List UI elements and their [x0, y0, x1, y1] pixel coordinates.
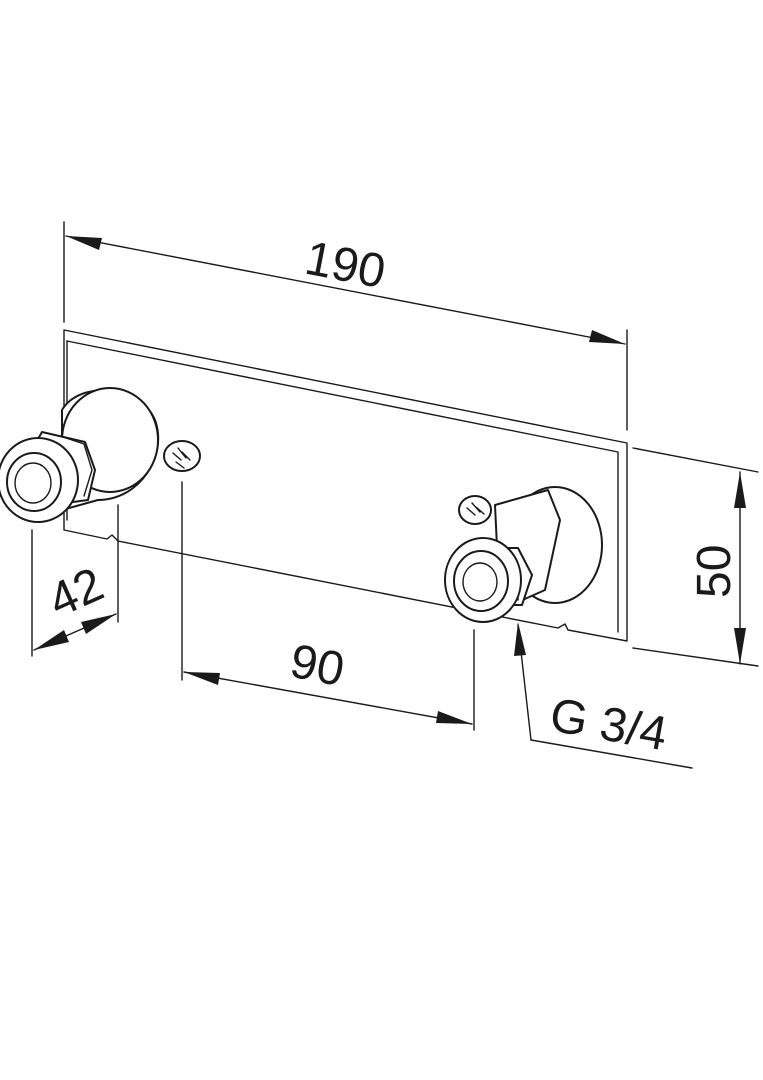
- dimension-height: 50: [632, 447, 759, 667]
- dimension-label-90: 90: [286, 635, 349, 697]
- screw-left-icon: [163, 440, 201, 472]
- dimension-label-50: 50: [688, 545, 741, 598]
- connector-right: [444, 486, 603, 623]
- screw-right-icon: [458, 495, 492, 525]
- dimension-label-190: 190: [301, 232, 390, 299]
- dimension-overall-length: 190: [63, 221, 628, 431]
- thread-label: G 3/4: [546, 689, 671, 762]
- connector-left: [0, 387, 160, 523]
- dimension-projection: 42: [31, 504, 119, 657]
- thread-callout: G 3/4: [514, 622, 693, 769]
- dimension-center-distance: 90: [181, 481, 475, 731]
